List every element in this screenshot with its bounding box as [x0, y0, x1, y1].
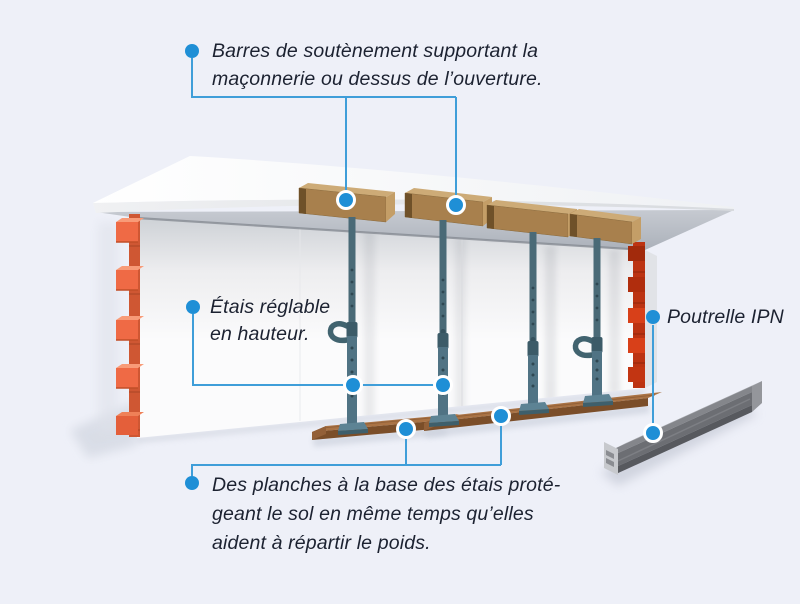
bullet-icon — [185, 476, 199, 490]
support-beam-4 — [569, 209, 641, 245]
wall-ceiling-junction — [136, 216, 646, 252]
connector-dot-icon — [643, 423, 663, 443]
brick — [116, 266, 144, 291]
label-line: aident à répartir le poids. — [212, 532, 431, 554]
bricks-left — [116, 214, 144, 437]
brick — [628, 246, 645, 261]
prop-handle — [572, 336, 595, 358]
roof-front-edge — [93, 199, 734, 213]
brick — [628, 308, 645, 323]
label-ipn-beam: Poutrelle IPN — [667, 306, 784, 329]
connector-dot-icon — [343, 375, 363, 395]
callout-line-planks — [191, 464, 501, 476]
brick — [628, 277, 645, 292]
acrow-prop-4 — [572, 238, 613, 407]
roof-top-face — [93, 156, 734, 209]
label-line: Poutrelle IPN — [667, 306, 784, 328]
label-line: Étais réglable — [210, 296, 331, 318]
support-beam-3 — [486, 200, 577, 238]
label-line: Des planches à la base des étais proté- — [212, 474, 561, 496]
roof-slab — [93, 156, 734, 213]
connector-dot-icon — [433, 375, 453, 395]
connector-dot-icon — [336, 190, 356, 210]
label-line: maçonnerie ou dessus de l’ouverture. — [212, 68, 543, 90]
bullet-icon — [185, 44, 199, 58]
bullet-icon — [186, 300, 200, 314]
brick — [116, 364, 144, 389]
wall-face — [137, 218, 645, 438]
brick — [628, 338, 645, 353]
bullet-icon — [646, 310, 660, 324]
brick — [628, 367, 645, 382]
brick — [116, 316, 144, 341]
label-base-planks: Des planches à la base des étais proté- … — [212, 471, 560, 558]
callout-line-support-bars — [191, 58, 456, 98]
acrow-prop-3 — [519, 232, 549, 415]
connector-dot-icon — [491, 406, 511, 426]
ipn-end-section — [604, 442, 618, 475]
label-line: en hauteur. — [210, 323, 310, 345]
prop-handle — [327, 321, 350, 343]
connector-dot-icon — [446, 195, 466, 215]
label-line: Barres de soutènement supportant la — [212, 40, 539, 62]
bricks-right — [628, 242, 645, 388]
label-adjustable-props: Étais réglable en hauteur. — [210, 294, 330, 348]
brick — [116, 412, 144, 435]
brick — [116, 218, 144, 243]
label-support-bars: Barres de soutènement supportant la maço… — [212, 37, 543, 93]
callout-markers — [185, 44, 663, 490]
label-line: geant le sol en même temps qu’elles — [212, 503, 534, 525]
connector-dot-icon — [396, 419, 416, 439]
